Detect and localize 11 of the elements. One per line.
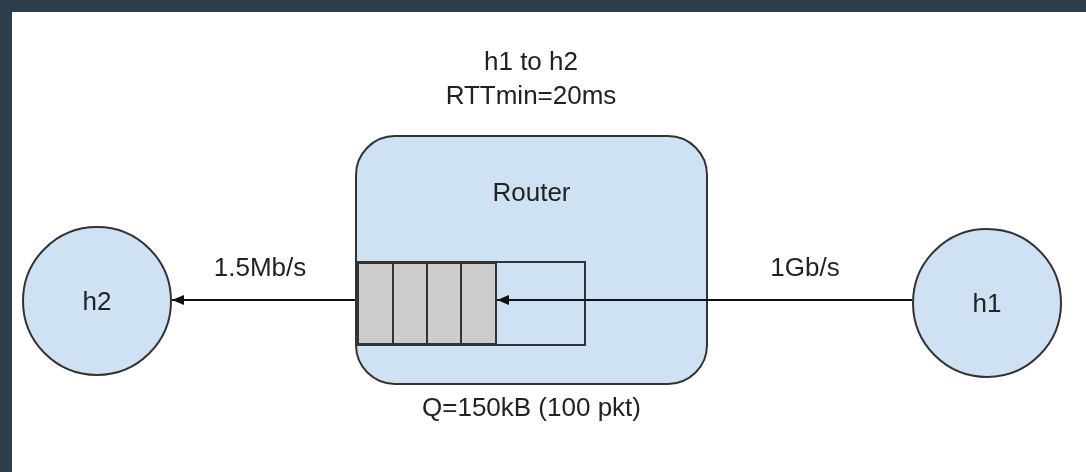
arrow	[496, 295, 913, 305]
edge-label: 1.5Mb/s	[212, 251, 308, 284]
queue-size-note: Q=150kB (100 pkt)	[421, 391, 642, 424]
host-label: h1	[972, 287, 1002, 319]
edge-label: 1Gb/s	[769, 251, 841, 284]
router-box	[355, 135, 708, 385]
router-label: Router	[492, 177, 571, 208]
arrow	[171, 295, 356, 305]
host-label: h2	[82, 285, 112, 317]
packet-queue	[357, 262, 497, 345]
rtt-note: h1 to h2 RTTmin=20ms	[444, 45, 618, 112]
